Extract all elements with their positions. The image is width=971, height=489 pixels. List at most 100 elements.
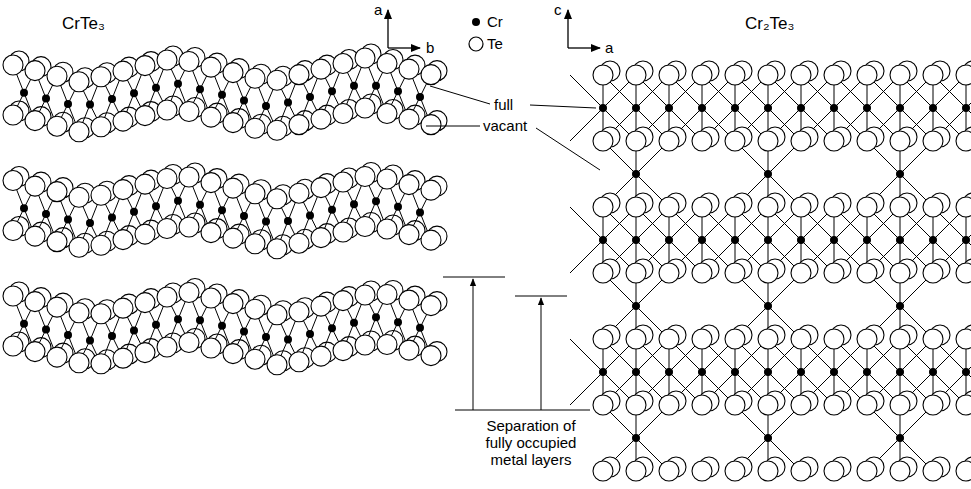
axis-label: b [426,39,434,56]
cr-atom [896,302,904,310]
te-atom [25,176,45,196]
te-atom [245,68,265,88]
te-atom [91,185,111,205]
te-atom [47,347,67,367]
cr-atom [240,212,248,220]
cr-atom [108,332,116,340]
cr-atom [350,82,358,90]
te-atom [626,461,646,481]
te-atom [289,115,309,135]
cr-atom [764,302,772,310]
cr-atom [394,318,402,326]
te-atom [113,230,133,250]
te-atom [91,304,111,324]
cr-atom [632,104,640,112]
cr-atom [929,104,937,112]
te-atom [791,329,811,349]
te-atom [725,263,745,283]
te-atom [355,335,375,355]
cr-atom [86,336,94,344]
layer-label: full [494,96,513,113]
leader-line [530,105,596,108]
cr-atom [599,236,607,244]
te-atom [399,175,419,195]
te-atom [692,131,712,151]
te-atom [923,197,943,217]
te-atom [223,294,243,314]
te-atom [69,72,89,92]
te-atom [626,197,646,217]
te-atom [377,285,397,305]
te-atom [377,104,397,124]
cr-atom [86,100,94,108]
te-atom [201,107,221,127]
te-atom [223,344,243,364]
te-atom [333,222,353,242]
cr-atom [20,89,28,97]
te-atom [923,329,943,349]
cr-atom [764,368,772,376]
te-atom [267,70,287,90]
cr-atom [218,91,226,99]
te-atom [289,65,309,85]
cr-atom [64,100,72,108]
cr-atom [416,324,424,332]
leader-line [426,126,480,127]
cr-atom [130,208,138,216]
cr-atom [262,217,270,225]
te-atom [758,263,778,283]
te-atom [857,461,877,481]
te-atom [157,169,177,189]
te-atom [593,263,613,283]
te-atom [956,65,971,85]
cr-atom [929,368,937,376]
cr-atom [632,302,640,310]
te-atom [355,167,375,187]
cr-atom [350,319,358,327]
axis-arrow [387,10,388,48]
te-atom [135,56,155,76]
te-atom [956,395,971,415]
layer-label: vacant [483,117,527,134]
cr-atom [896,434,904,442]
te-atom [201,338,221,358]
cr-atom [797,368,805,376]
te-atom [311,346,331,366]
te-atom [267,355,287,375]
te-atom [659,395,679,415]
baseline [455,410,590,411]
te-atom [91,354,111,374]
te-atom [69,303,89,323]
te-atom [311,109,331,129]
te-atom [3,221,23,241]
te-atom [267,239,287,259]
te-atom [289,352,309,372]
structure-title: CrTe₃ [62,14,105,34]
te-atom [69,122,89,142]
layer-marker-line [515,296,567,297]
te-atom [791,461,811,481]
cr-atom [731,104,739,112]
te-atom [179,52,199,72]
te-atom [626,329,646,349]
axis-arrow [567,10,568,48]
te-atom [593,197,613,217]
te-atom [791,263,811,283]
te-atom [758,65,778,85]
cr-atom [394,87,402,95]
cr-atom [830,368,838,376]
te-atom [593,131,613,151]
te-atom [758,461,778,481]
cr-atom [599,368,607,376]
te-atom [626,395,646,415]
cr-atom [896,368,904,376]
te-atom [593,329,613,349]
cr-atom [929,236,937,244]
te-atom [47,116,67,136]
cr-legend-dot [472,18,480,26]
te-atom [692,65,712,85]
te-atom [923,131,943,151]
cr-atom [698,104,706,112]
te-atom [659,131,679,151]
